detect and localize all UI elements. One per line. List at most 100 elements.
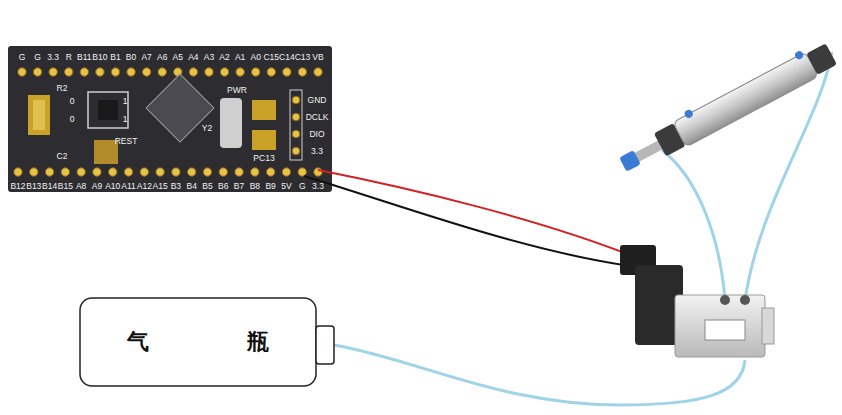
pin-hole	[33, 68, 41, 76]
pin-label: G	[34, 53, 41, 62]
pin-hole	[292, 96, 300, 104]
pin-hole	[292, 113, 300, 121]
pin-label: A11	[121, 182, 136, 191]
pin-hole	[251, 168, 259, 176]
pin-label: 3.3	[47, 53, 59, 62]
pin-label: B5	[202, 182, 212, 191]
pin-hole	[77, 168, 85, 176]
pin-label: A2	[219, 53, 229, 62]
component-label: Y2	[202, 124, 212, 133]
bottle-box: 气 瓶	[80, 298, 316, 386]
pin-label: A4	[188, 53, 198, 62]
pin-hole	[298, 168, 306, 176]
pin-label: R	[66, 53, 72, 62]
pin-hole	[30, 168, 38, 176]
pin-hole	[283, 68, 291, 76]
pin-hole	[205, 68, 213, 76]
pin-label: GND	[308, 96, 327, 105]
pin-hole	[172, 168, 180, 176]
air-tube	[334, 52, 832, 405]
air-cylinder	[614, 38, 837, 177]
pin-hole	[49, 68, 57, 76]
pin-label: G	[19, 53, 26, 62]
pin-hole	[14, 168, 22, 176]
pin-hole	[203, 168, 211, 176]
pin-label: A15	[153, 182, 168, 191]
pin-hole	[266, 168, 274, 176]
pin-hole	[111, 68, 119, 76]
pin-label: A7	[141, 53, 151, 62]
pin-hole	[235, 168, 243, 176]
pin-hole	[142, 68, 150, 76]
pin-label: B10	[92, 53, 107, 62]
pin-hole	[127, 68, 135, 76]
component-label: 1	[123, 97, 128, 106]
component-label: PC13	[253, 154, 274, 163]
component-label: 1	[123, 115, 128, 124]
pin-hole	[140, 168, 148, 176]
pin-hole	[80, 68, 88, 76]
pin-hole	[220, 68, 228, 76]
pin-hole	[189, 68, 197, 76]
pin-label: A5	[173, 53, 183, 62]
pin-label: DIO	[309, 130, 324, 139]
pin-hole	[93, 168, 101, 176]
power-wire	[318, 170, 630, 255]
pin-label: 3.3	[311, 147, 323, 156]
pin-label: B3	[171, 182, 181, 191]
solenoid-valve	[620, 245, 774, 357]
pin-hole	[282, 168, 290, 176]
pin-label: A3	[204, 53, 214, 62]
pin-label: A10	[105, 182, 120, 191]
pin-label: A12	[137, 182, 152, 191]
pin-label: B14	[42, 182, 57, 191]
pin-hole	[252, 68, 260, 76]
pin-label: B12	[10, 182, 25, 191]
pin-label: B9	[265, 182, 275, 191]
pin-label: DCLK	[306, 113, 329, 122]
pin-label: 5V	[281, 182, 291, 191]
pin-hole	[96, 68, 104, 76]
pin-label: A1	[235, 53, 245, 62]
controller-board	[8, 46, 332, 192]
pin-hole	[124, 168, 132, 176]
component-label: 0	[70, 97, 75, 106]
pin-label: B4	[186, 182, 196, 191]
pin-label: B1	[110, 53, 120, 62]
component-label: R2	[57, 84, 68, 93]
component-label: C2	[57, 152, 68, 161]
pin-hole	[314, 68, 322, 76]
pin-label: B7	[234, 182, 244, 191]
pin-label: C15	[263, 53, 279, 62]
pin-hole	[65, 68, 73, 76]
pin-label: A0	[250, 53, 260, 62]
component-label: PWR	[227, 86, 247, 95]
ground-wire	[304, 176, 630, 266]
pin-label: VB	[312, 53, 323, 62]
gas-bottle	[80, 298, 334, 386]
pin-hole	[158, 68, 166, 76]
component-label: 0	[70, 115, 75, 124]
pin-label: A9	[92, 182, 102, 191]
component-label: REST	[115, 137, 138, 146]
bottle-label: 气 瓶	[127, 327, 269, 357]
pin-label: B15	[58, 182, 73, 191]
pin-hole	[45, 168, 53, 176]
pin-label: B13	[26, 182, 41, 191]
pin-hole	[187, 168, 195, 176]
pin-label: B11	[77, 53, 92, 62]
pin-label: G	[299, 182, 306, 191]
pin-hole	[298, 68, 306, 76]
pin-hole	[236, 68, 244, 76]
pin-hole	[156, 168, 164, 176]
pin-label: C14	[279, 53, 295, 62]
pin-hole	[219, 168, 227, 176]
pin-hole	[109, 168, 117, 176]
pin-label: B6	[218, 182, 228, 191]
pin-hole	[267, 68, 275, 76]
pin-label: B8	[250, 182, 260, 191]
pin-hole	[292, 130, 300, 138]
pin-hole	[18, 68, 26, 76]
